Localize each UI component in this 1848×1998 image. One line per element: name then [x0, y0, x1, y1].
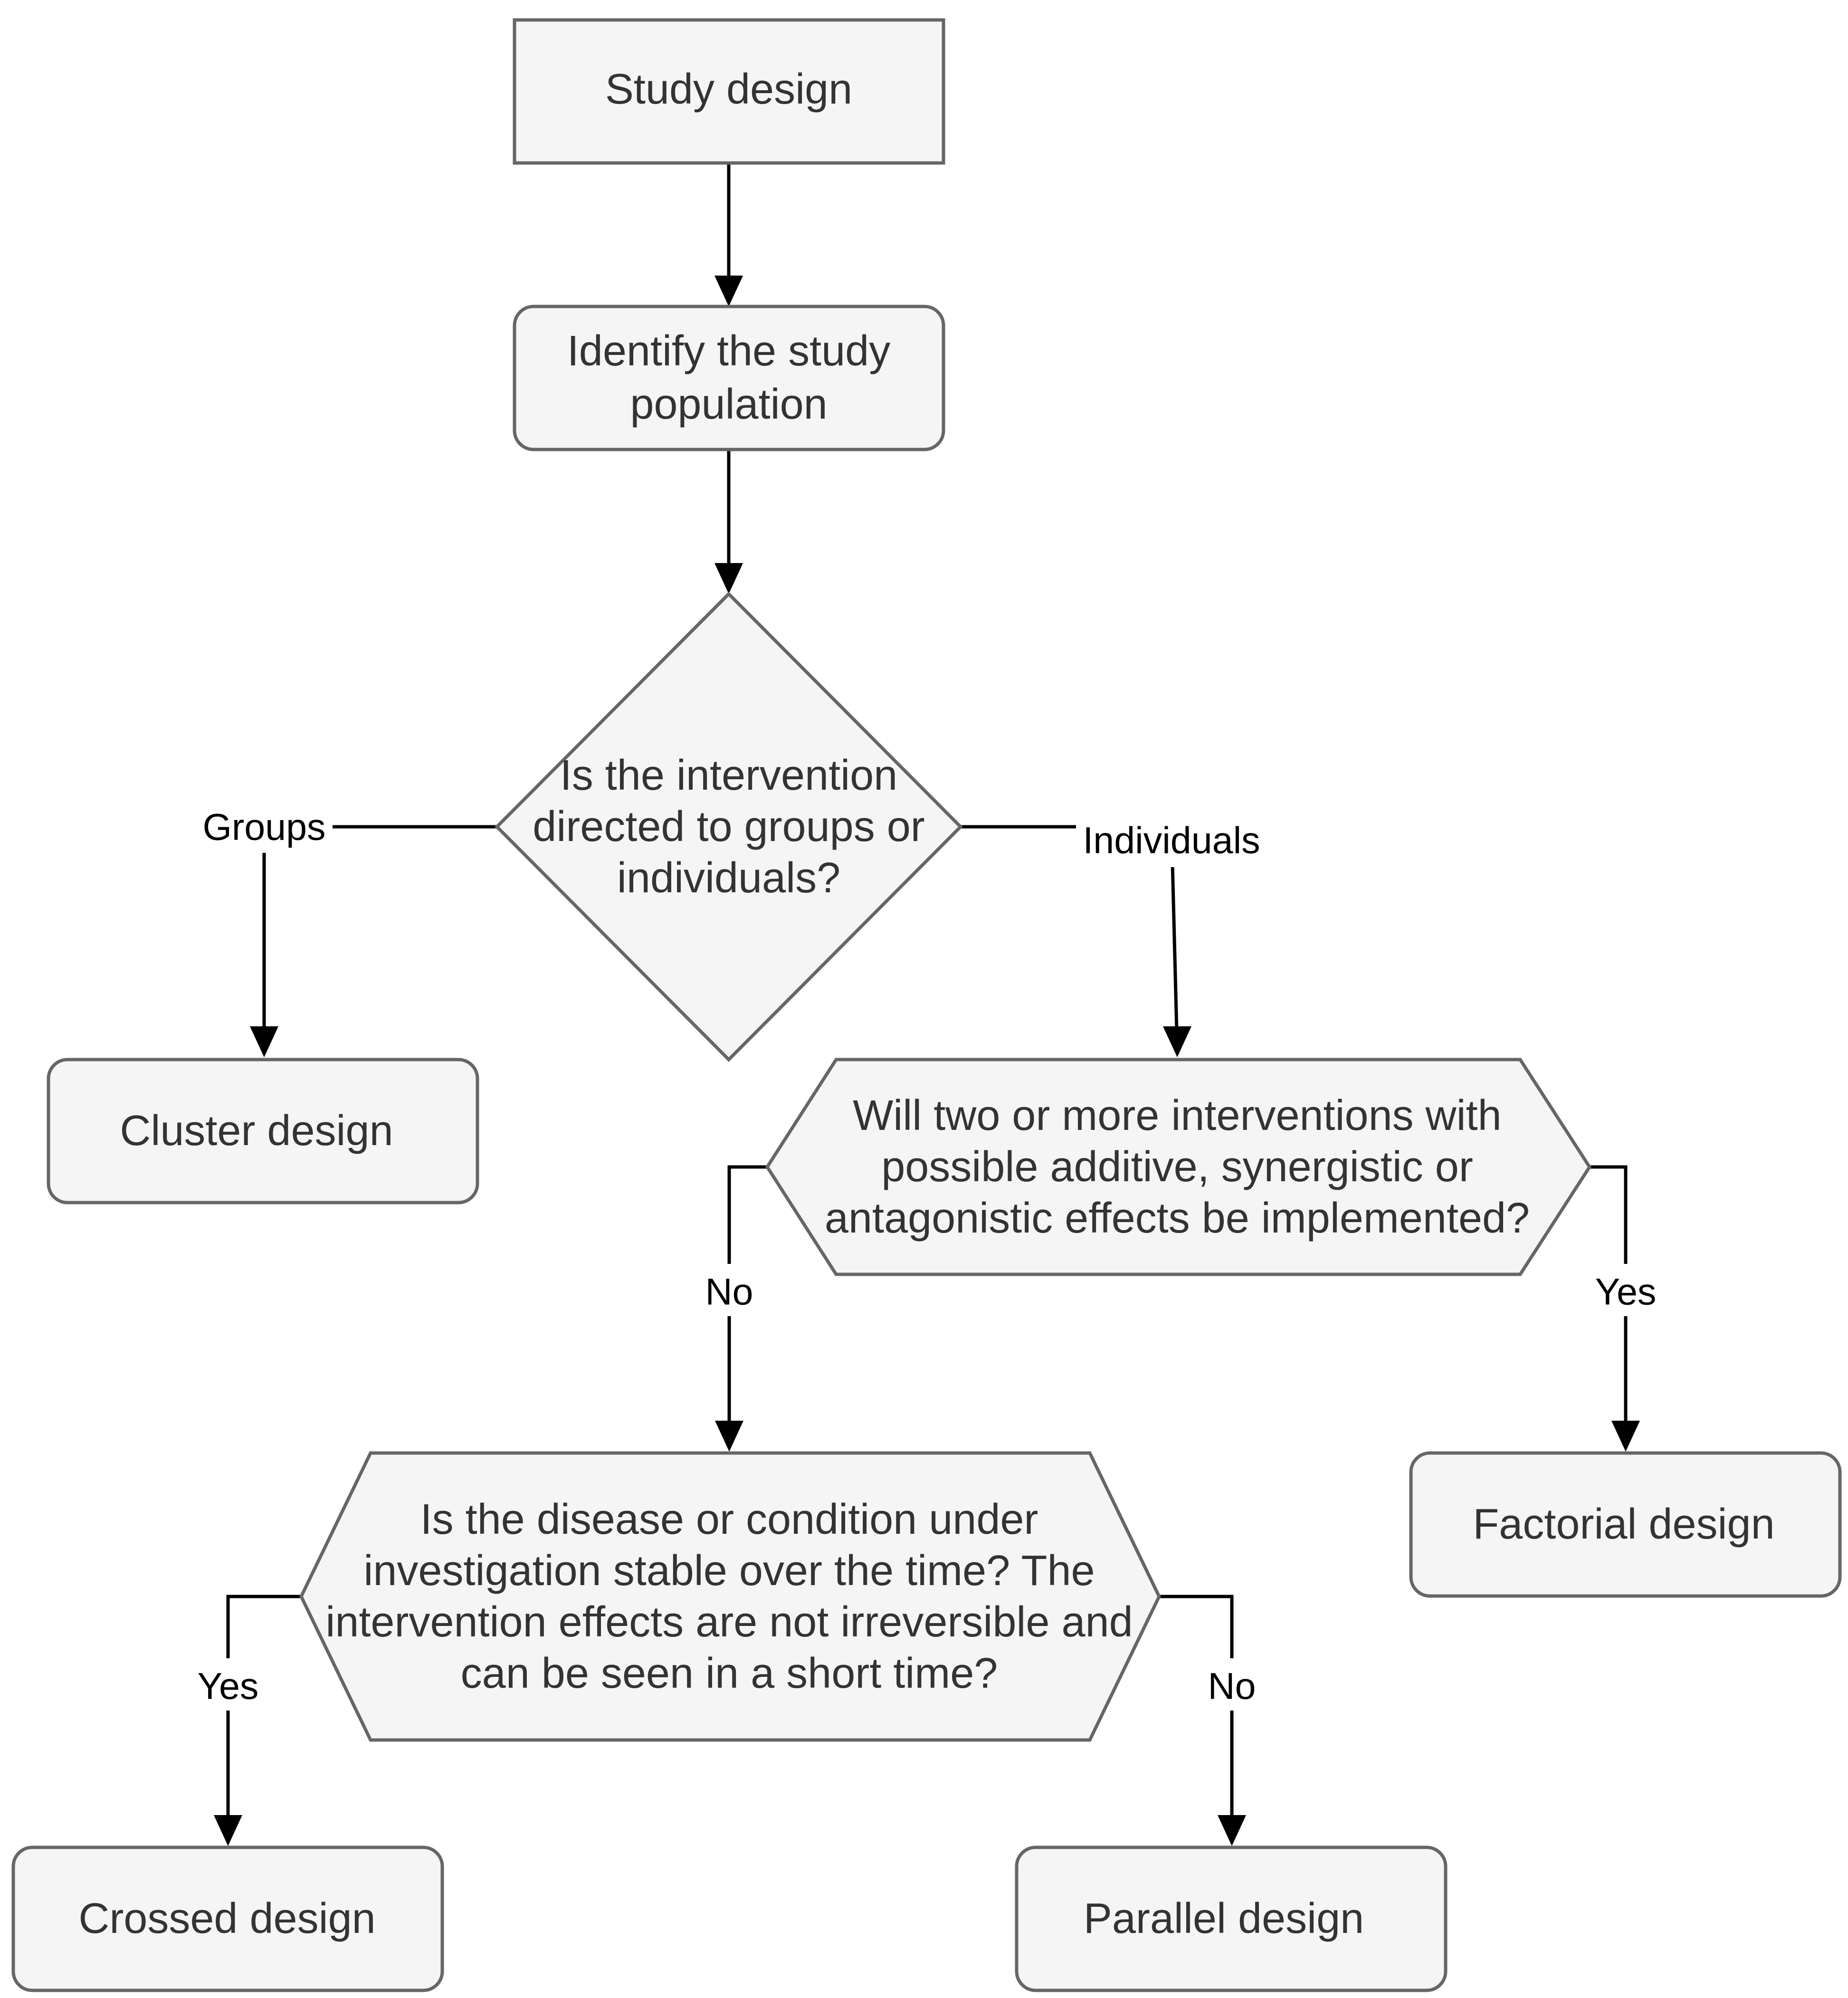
edge-stable-yes — [226, 1595, 301, 1839]
node-crossed-design-label-line: Crossed design — [78, 1895, 375, 1942]
node-factorial-design: Factorial design — [1409, 1451, 1842, 1598]
arrowhead-study-to-population — [714, 276, 743, 306]
arrowhead-interventions-no — [715, 1421, 743, 1452]
edge-labels-layer: Groups Individuals No Yes Yes No — [189, 798, 1665, 1711]
node-factorial-design-label-line: Factorial design — [1473, 1501, 1774, 1548]
node-decision-stable-label-line: Is the disease or condition under — [420, 1496, 1038, 1543]
node-cluster-design-label-line: Cluster design — [120, 1107, 393, 1155]
arrowhead-stable-yes — [214, 1815, 242, 1846]
edge-label-interventions-yes: Yes — [1595, 1271, 1657, 1313]
arrowhead-stable-no — [1218, 1815, 1246, 1846]
edge-groups — [262, 825, 497, 1050]
node-decision-stable-label-line: can be seen in a short time? — [461, 1650, 998, 1697]
node-study-design-label: Study design — [605, 66, 852, 113]
edge-stable-no — [1159, 1595, 1234, 1839]
node-identify-population: Identify the study population — [513, 305, 945, 451]
node-parallel-design: Parallel design — [1015, 1845, 1448, 1992]
node-decision-interventions-shape — [765, 1058, 1592, 1276]
node-crossed-design-shape — [11, 1845, 444, 1992]
edge-label-bg-individuals — [1076, 815, 1268, 867]
node-identify-population-shape — [513, 305, 945, 451]
node-factorial-design-shape — [1409, 1451, 1842, 1598]
node-crossed-design-label: Crossed design — [78, 1895, 375, 1942]
arrowhead-groups — [250, 1026, 278, 1057]
edge-interventions-yes — [1590, 1165, 1628, 1444]
edge-label-bg-groups — [195, 798, 333, 853]
nodes-layer: Study design Identify the study populatio… — [11, 18, 1842, 1992]
edge-label-bg-interventions-no — [694, 1264, 765, 1316]
node-decision-groups-label-line: individuals? — [617, 854, 840, 902]
node-cluster-design-label: Cluster design — [120, 1107, 393, 1155]
edge-label-bg-interventions-yes — [1587, 1264, 1665, 1316]
node-decision-groups-label-line: directed to groups or — [533, 803, 924, 851]
node-parallel-design-label-line: Parallel design — [1084, 1895, 1364, 1942]
node-identify-population-label-line: population — [630, 381, 827, 428]
arrowhead-individuals — [1163, 1026, 1191, 1057]
arrowhead-population-to-decision — [714, 563, 743, 594]
edge-interventions-no — [727, 1165, 767, 1444]
edge-label-interventions-no: No — [705, 1271, 753, 1313]
node-factorial-design-label: Factorial design — [1473, 1501, 1774, 1548]
node-decision-interventions-label-line: antagonistic effects be implemented? — [825, 1195, 1530, 1242]
edge-label-stable-yes: Yes — [198, 1665, 259, 1707]
node-cluster-design-shape — [47, 1058, 479, 1205]
node-decision-stable-label-line: investigation stable over the time? The — [363, 1547, 1095, 1595]
node-parallel-design-label: Parallel design — [1084, 1895, 1364, 1942]
edge-label-stable-no: No — [1208, 1665, 1256, 1707]
edge-label-bg-stable-no — [1196, 1658, 1267, 1711]
edge-label-individuals: Individuals — [1083, 819, 1260, 861]
node-identify-population-label: Identify the study population — [567, 327, 890, 428]
node-study-design-label-line: Study design — [605, 66, 852, 113]
node-study-design-shape — [513, 18, 945, 165]
arrowhead-interventions-yes — [1611, 1421, 1640, 1452]
node-decision-groups-shape — [495, 592, 963, 1062]
node-decision-interventions-label-line: Will two or more interventions with — [853, 1092, 1501, 1139]
node-parallel-design-shape — [1015, 1845, 1448, 1992]
node-identify-population-label-line: Identify the study — [567, 327, 890, 375]
node-decision-interventions-label-line: possible additive, synergistic or — [881, 1143, 1473, 1191]
node-crossed-design: Crossed design — [11, 1845, 444, 1992]
node-decision-stable-shape — [299, 1451, 1161, 1742]
edge-label-bg-stable-yes — [189, 1658, 267, 1711]
node-decision-groups-label-line: Is the intervention — [560, 752, 897, 799]
node-cluster-design: Cluster design — [47, 1058, 479, 1205]
edge-label-groups: Groups — [202, 806, 325, 848]
node-study-design: Study design — [513, 18, 945, 165]
node-decision-stable-label-line: intervention effects are not irreversibl… — [325, 1598, 1133, 1646]
